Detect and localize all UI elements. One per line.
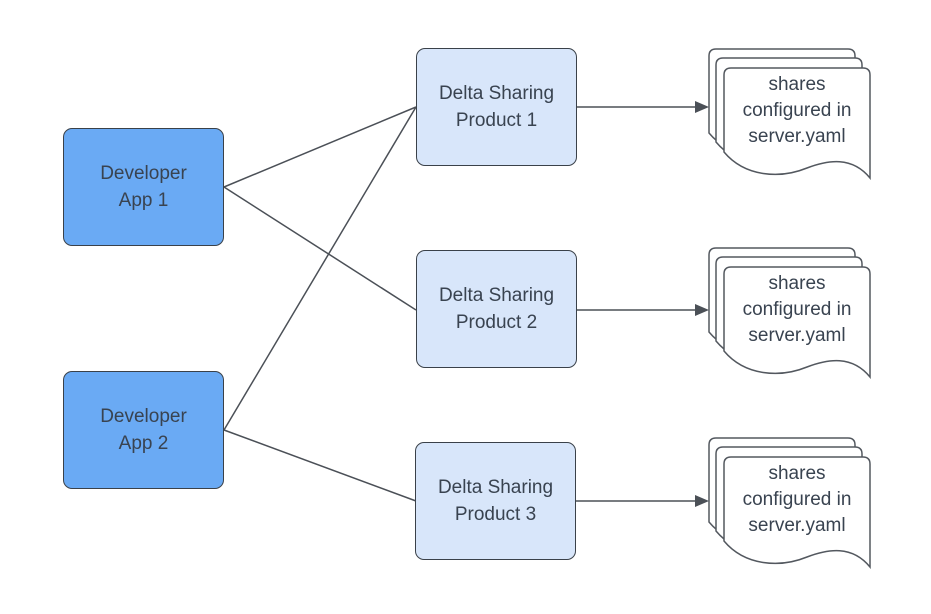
edge-app1-product1 xyxy=(223,106,417,188)
node-label: Delta Sharing Product 1 xyxy=(438,83,555,131)
node-label: Delta Sharing Product 2 xyxy=(438,285,555,333)
document-label-3: shares configured in server.yaml xyxy=(742,463,852,536)
arrow-product1-doc1 xyxy=(577,101,709,113)
edge-app1-product2 xyxy=(223,186,417,311)
node-delta-sharing-product-3: Delta Sharing Product 3 xyxy=(415,442,576,560)
arrow-product2-doc2 xyxy=(576,304,709,316)
node-label: Developer App 1 xyxy=(100,163,187,211)
edge-app2-product3 xyxy=(223,429,417,502)
node-delta-sharing-product-1: Delta Sharing Product 1 xyxy=(416,48,577,166)
arrowhead-icon xyxy=(695,495,709,507)
node-label: Developer App 2 xyxy=(100,406,187,454)
document-label-2: shares configured in server.yaml xyxy=(742,273,852,346)
arrowhead-icon xyxy=(695,304,709,316)
arrow-product3-doc3 xyxy=(576,495,709,507)
edge-app2-product1 xyxy=(223,106,417,431)
node-delta-sharing-product-2: Delta Sharing Product 2 xyxy=(416,250,577,368)
node-developer-app-2: Developer App 2 xyxy=(63,371,224,489)
arrowhead-icon xyxy=(695,101,709,113)
node-developer-app-1: Developer App 1 xyxy=(63,128,224,246)
node-label: Delta Sharing Product 3 xyxy=(437,477,554,525)
document-label-1: shares configured in server.yaml xyxy=(742,74,852,147)
